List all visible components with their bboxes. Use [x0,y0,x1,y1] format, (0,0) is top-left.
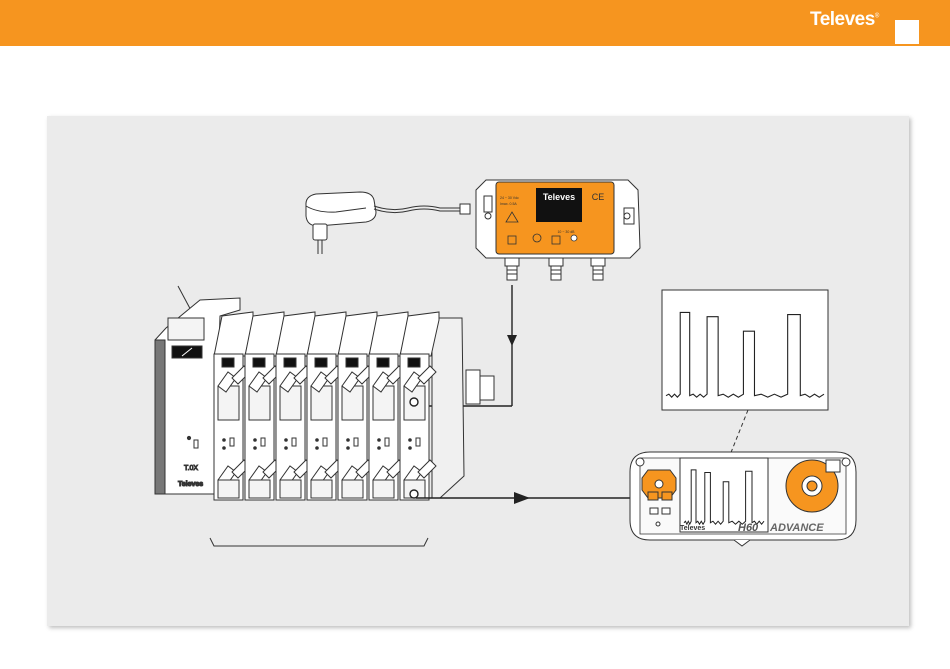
meter-brand: Televes [680,525,705,532]
attenuator-label: 10 ~ 30 dB [557,230,575,234]
amplifier-brand: Televes [543,192,575,202]
module-test-point [410,490,418,498]
headend-brand: Televes [178,481,203,488]
meter-model: H60 [738,522,759,534]
voltage-label: 24 ~ 30 Vdc [500,196,519,200]
amplifier-unit: Televes CE 24 ~ 30 Vdc Imax. 0.5A 10 ~ 3… [476,180,640,280]
right-arrow-icon [514,492,530,504]
headend-modules [214,312,439,500]
down-arrow-icon [507,335,517,346]
headend-sublogo: T.0X [184,465,198,472]
module-input-point [410,398,418,406]
meter-model-suffix: ADVANCE [769,522,824,534]
power-cable [374,204,470,214]
power-label: Imax. 0.5A [500,202,517,206]
headend-bracket [210,538,428,546]
led-indicator [571,235,577,241]
power-adapter [306,192,376,254]
ce-mark: CE [592,192,605,202]
spectrum-zoom-window [662,290,828,410]
